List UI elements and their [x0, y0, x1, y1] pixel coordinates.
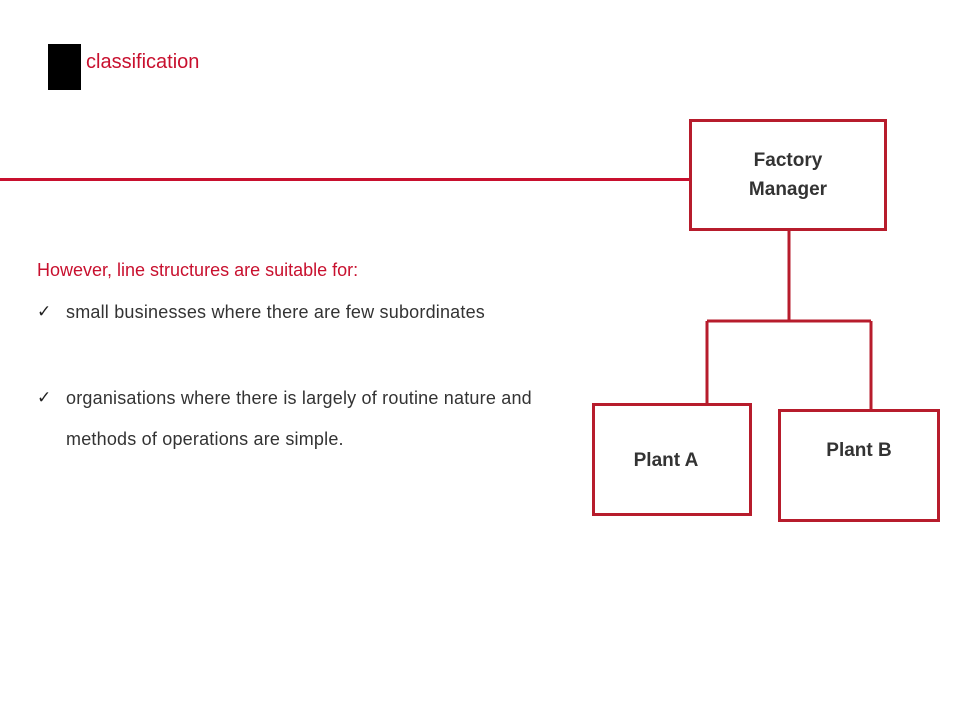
- org-node-label: Plant A: [633, 450, 699, 471]
- org-node-factory-manager: Factory Manager: [689, 119, 887, 231]
- bullet-text: organisations where there is largely of …: [66, 388, 532, 449]
- slide-title: classification: [86, 51, 200, 73]
- checkmark-icon: ✓: [37, 388, 52, 408]
- title-marker-square: [48, 44, 81, 90]
- checkmark-icon: ✓: [37, 302, 52, 322]
- org-node-plant-b: Plant B: [778, 409, 940, 522]
- bullet-item: ✓ organisations where there is largely o…: [37, 378, 552, 460]
- header-divider-line: [0, 178, 690, 181]
- org-node-label: Plant B: [826, 440, 892, 461]
- org-node-label: Factory Manager: [748, 150, 828, 200]
- bullet-text: small businesses where there are few sub…: [66, 302, 486, 322]
- bullet-item: ✓ small businesses where there are few s…: [37, 292, 552, 333]
- org-node-plant-a: Plant A: [592, 403, 752, 516]
- lead-text: However, line structures are suitable fo…: [37, 260, 359, 280]
